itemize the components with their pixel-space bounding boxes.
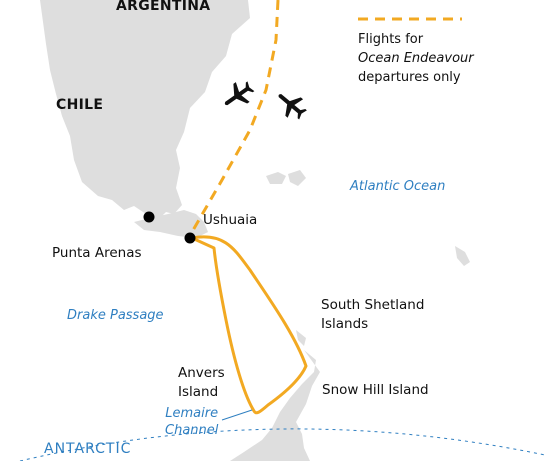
label-lemaire-line-1: Lemaire (165, 406, 219, 421)
label-ushuaia: Ushuaia (203, 212, 258, 228)
label-argentina: ARGENTINA (116, 0, 211, 14)
label-punta-arenas: Punta Arenas (52, 245, 142, 261)
airplane-icon (278, 94, 307, 120)
antarctic-peninsula-land (230, 350, 320, 461)
label-antarctic: ANTARCTIC (44, 441, 132, 457)
label-anvers-line-2: Island (178, 384, 219, 400)
label-south-shetland-line-1: South Shetland (321, 297, 425, 313)
tierra-del-fuego-land (134, 210, 208, 238)
legend-line-2: Ocean Endeavour (358, 51, 474, 66)
airplane-icon (224, 81, 255, 106)
label-south-shetland-islands: South Shetland Islands (321, 296, 424, 334)
legend: Flights for Ocean Endeavour departures o… (358, 30, 474, 87)
punta-arenas-marker (143, 211, 155, 223)
south-shetland-land (296, 330, 306, 346)
label-atlantic-ocean: Atlantic Ocean (350, 179, 446, 194)
label-lemaire-channel: Lemaire Channel (165, 405, 218, 439)
label-snow-hill-island: Snow Hill Island (322, 382, 429, 398)
legend-line-1: Flights for (358, 32, 424, 47)
ushuaia-marker (184, 232, 196, 244)
label-anvers-line-1: Anvers (178, 365, 225, 381)
cruise-route (190, 235, 308, 415)
label-drake-passage: Drake Passage (67, 308, 164, 323)
lemaire-leader-line (221, 409, 253, 421)
south-america-land (40, 0, 250, 220)
label-chile: CHILE (56, 97, 104, 113)
falkland-islands-east (288, 170, 306, 186)
label-lemaire-line-2: Channel (165, 423, 219, 438)
label-anvers-island: Anvers Island (178, 364, 225, 402)
legend-line-3: departures only (358, 70, 461, 85)
falkland-islands (266, 172, 286, 184)
label-south-shetland-line-2: Islands (321, 316, 369, 332)
south-georgia (455, 246, 470, 266)
